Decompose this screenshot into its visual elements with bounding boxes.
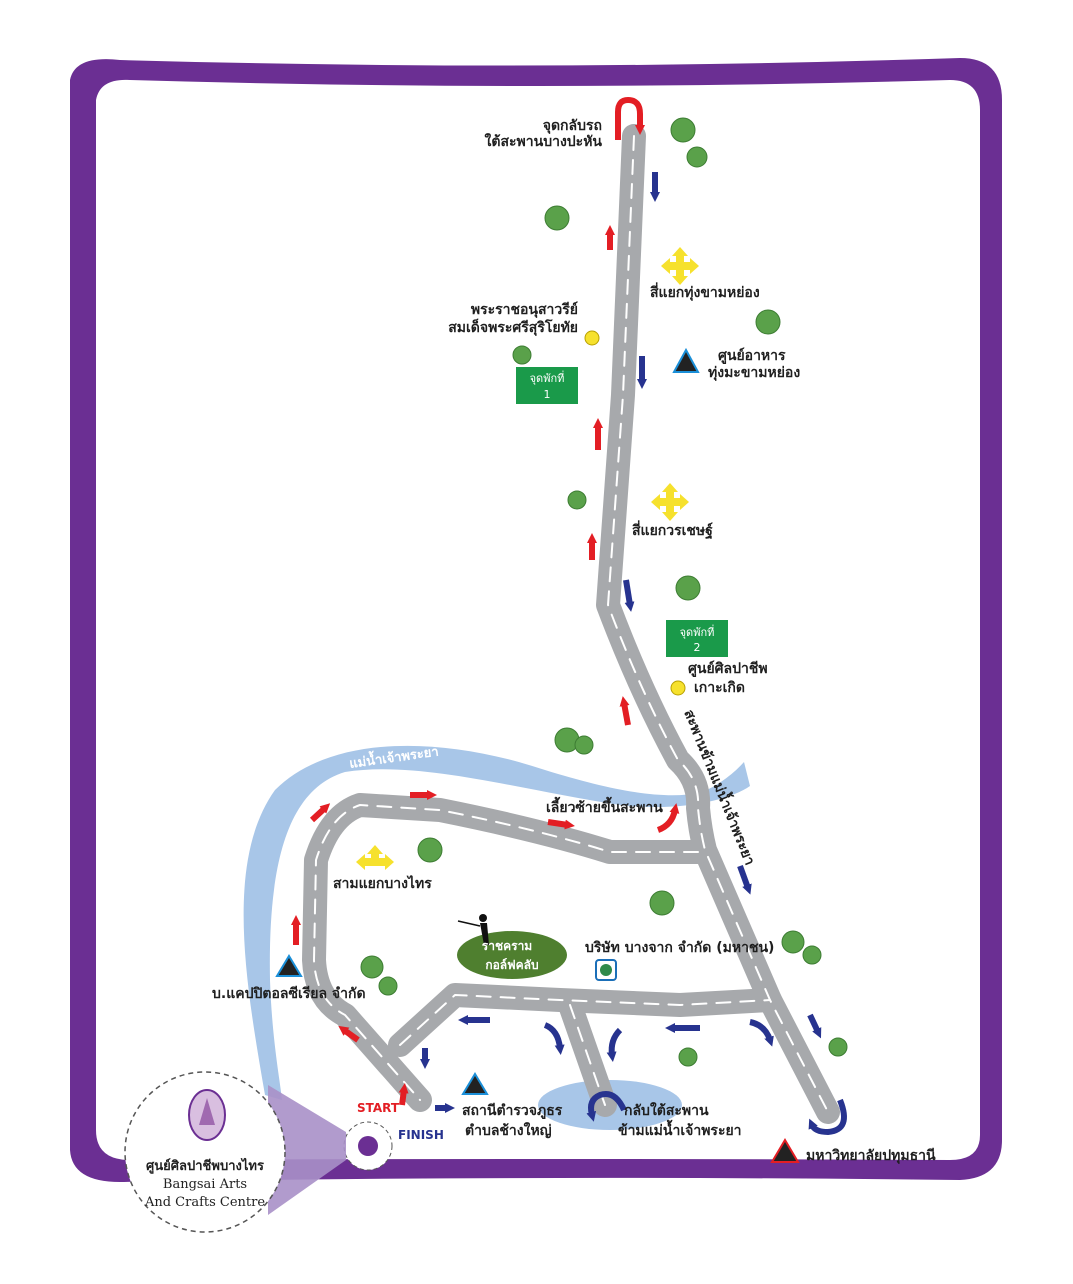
return-label-1: กลับใต้สะพาน [624, 1101, 709, 1119]
trees [360, 117, 848, 1067]
checkpoint-2-label: จุดพักที่ [680, 624, 715, 639]
turn-left-label: เลี้ยวซ้ายขึ้นสะพาน [546, 796, 663, 816]
bangchak-label: บริษัท บางจาก จำกัด (มหาชน) [585, 940, 774, 956]
checkpoint-1-number: 1 [544, 388, 551, 401]
centre-logo-mark [199, 1098, 215, 1125]
food-center-label-1: ศูนย์อาหาร [718, 347, 786, 364]
centre-circle [124, 1071, 286, 1233]
centre-connector [268, 1085, 346, 1215]
uturn-arrow-return [586, 1091, 627, 1122]
return-label-2: ข้ามแม่น้ำเจ้าพระยา [618, 1119, 742, 1139]
bangchak-logo-mark [600, 964, 612, 976]
start-label: START [357, 1101, 400, 1115]
police-label-1: สถานีตำรวจภูธร [462, 1103, 563, 1119]
food-center-label-2: ทุ่งมะขามหย่อง [708, 365, 800, 381]
road-network [302, 124, 840, 1124]
checkpoint-1 [516, 367, 578, 404]
koh-kerd-label-2: เกาะเกิด [694, 680, 745, 696]
university-icon [770, 1138, 800, 1163]
checkpoint-2-number: 2 [694, 641, 701, 654]
golfer-icon [457, 914, 489, 945]
centre-label-en-2: And Crafts Centre [144, 1195, 265, 1210]
three-way-label: สามแยกบางไทร [333, 874, 432, 892]
checkpoint-2 [666, 620, 728, 657]
capital-icon [275, 954, 303, 977]
koh-kerd-label-1: ศูนย์ศิลปาชีพ [688, 660, 768, 677]
uturn-label-2: ใต้สะพานบางปะหัน [485, 132, 603, 150]
koh-kerd-icon [670, 680, 686, 696]
start-finish-dot [358, 1136, 378, 1156]
junction-icon [356, 247, 699, 870]
junction-thungkham-label: สี่แยกทุ่งขามหย่อง [650, 282, 760, 301]
monument-label-1: พระราชอนุสาวรีย์ [471, 301, 578, 318]
river [243, 745, 751, 1100]
finish-label: FINISH [398, 1128, 444, 1142]
police-icon [461, 1072, 489, 1095]
return-arrows [420, 172, 822, 1113]
outbound-arrows [291, 225, 680, 1106]
university-label: มหาวิทยาลัยปทุมธานี [806, 1148, 936, 1164]
police-label-2: ตำบลช้างใหญ่ [465, 1121, 552, 1139]
centre-label-thai: ศูนย์ศิลปาชีพบางไทร [146, 1157, 264, 1174]
golf-label-1: ราชคราม [482, 939, 532, 953]
uturn-arrow-top [615, 96, 645, 140]
uturn-label-1: จุดกลับรถ [543, 118, 602, 134]
monument-label-2: สมเด็จพระศรีสุริโยทัย [448, 318, 578, 336]
checkpoint-1-label: จุดพักที่ [530, 370, 565, 385]
junction-worachet-label: สี่แยกวรเชษฐ์ [632, 520, 714, 540]
capital-label: บ.แคปปิตอลซีเรียล จำกัด [212, 986, 366, 1002]
golf-label-2: กอล์ฟคลับ [485, 958, 538, 972]
centre-label-en-1: Bangsai Arts [163, 1177, 247, 1192]
monument-icon [584, 330, 600, 346]
uturn-arrow-bottom [808, 1098, 847, 1136]
food-center-icon [672, 347, 700, 373]
